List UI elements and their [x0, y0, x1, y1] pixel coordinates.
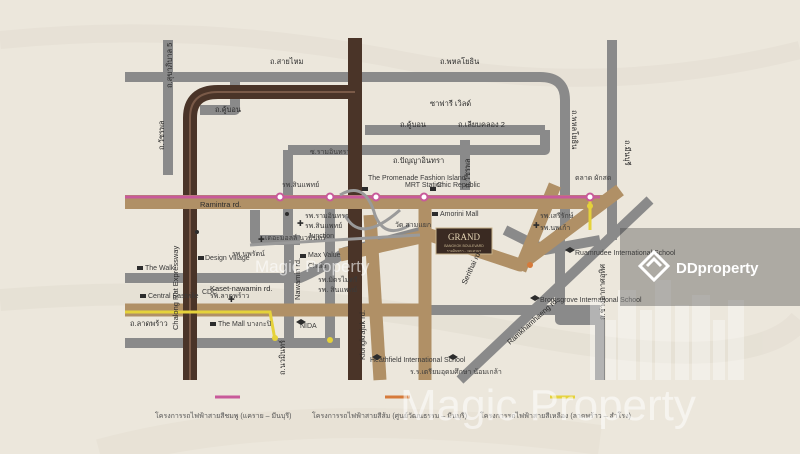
- project-subtitle-thai: รามอินทรา - วงแหวนฯ: [447, 249, 482, 253]
- legend: โครงการรถไฟฟ้าสายสีชมพู (แคราย – มีนบุรี…: [155, 395, 631, 420]
- poi-icons: ✚ ✚ ✚ ✚: [137, 187, 575, 360]
- shopping-icon: [140, 294, 146, 298]
- label-phahonyothin-right: ถ.พหลโยธิน: [570, 110, 579, 149]
- label-cdc: CDC: [202, 289, 217, 296]
- school-icon: [296, 319, 306, 325]
- station-markers: [272, 192, 595, 343]
- label-ruamrudee: Ruamrudee International School: [575, 250, 676, 257]
- legend-orange-label: โครงการรถไฟฟ้าสายสีส้ม (ศูนย์วัฒนธรรม – …: [312, 411, 467, 420]
- project-subtitle: BANGKOK BOULEVARD: [444, 244, 484, 248]
- shopping-icon: [300, 254, 306, 258]
- label-panya-intra: ถ.ปัญญาอินทรา: [393, 156, 444, 165]
- label-hosp-mitr: รพ.มิตรไมตรี: [318, 275, 358, 284]
- label-hosp-nopparat: รพ.นพรัตน์: [232, 250, 265, 258]
- label-heathfield: Heathfield International School: [370, 357, 466, 364]
- label-design-village: Design Village: [205, 255, 250, 262]
- label-sai-mai: ถ.สายไหม: [270, 57, 304, 66]
- label-mall-nawamin: เดอะมอลล์ นวมินทร์: [265, 234, 326, 242]
- label-hosp-ramintra: รพ.รามอินทรา: [305, 212, 349, 220]
- label-station: MRT Station: [405, 182, 444, 189]
- label-hosp-synphaet: รพ.สินแพทย์: [305, 222, 342, 230]
- legend-yellow-label: โครงการรถไฟฟ้าสายสีเหลือง (ลาดพร้าว – สำ…: [480, 411, 631, 420]
- label-mall-bangkapi: The Mall บางกะปิ: [218, 320, 272, 328]
- watermark-bottom: Magic Property: [400, 381, 696, 430]
- hospital-icon: ✚: [533, 221, 540, 230]
- shopping-icon: [198, 256, 204, 260]
- ddproperty-text: DDproperty: [676, 260, 759, 277]
- project-name: GRAND: [448, 232, 481, 242]
- shopping-icon: [430, 187, 436, 191]
- hospital-icon: ✚: [297, 219, 304, 228]
- interchange: [249, 189, 421, 247]
- label-hosp-ladprao: รพ.ลาดพร้าว: [210, 292, 249, 300]
- hospital-icon: ✚: [228, 295, 235, 304]
- road-sai-mai: [125, 72, 570, 230]
- label-watcharaphon-left: ถ.วัชรพล: [157, 121, 166, 151]
- label-min-buri: ถ.มีนบุรี: [623, 140, 632, 166]
- label-liab-khlong-2: ถ.เลียบคลอง 2: [458, 120, 505, 129]
- label-lat-phrao: ถ.ลาดพร้าว: [130, 319, 168, 328]
- legend-pink-label: โครงการรถไฟฟ้าสายสีชมพู (แคราย – มีนบุรี…: [155, 411, 291, 420]
- label-klongkrajuk: Klongkrajuk rd.: [358, 310, 367, 360]
- label-walk: The Walk: [145, 265, 175, 272]
- label-sinpat-2: รพ. สินแพทย์: [318, 286, 357, 294]
- label-hosp-seriruk: รพ.เสรีรักษ์: [540, 212, 574, 220]
- poi-dot-icon: [195, 230, 199, 234]
- label-safari-world: ซาฟารี เวิลด์: [430, 99, 471, 108]
- shopping-icon: [137, 266, 143, 270]
- label-nida: NIDA: [300, 323, 317, 330]
- label-max-value: Max Value: [308, 252, 341, 259]
- label-school-seri: ร.ร.เตรียมอุดมศึกษา น้อมเกล้า: [410, 367, 502, 376]
- label-nawamin: Nawamin rd.: [293, 258, 302, 300]
- label-central: Central Eastville: [148, 293, 199, 300]
- shopping-icon: [362, 187, 368, 191]
- school-icon: [565, 247, 575, 253]
- label-chalong-rat: Chalong Rat Expressway: [171, 246, 180, 330]
- shopping-icon: [432, 212, 438, 216]
- label-khu-bon: ถ.คู้บอน: [215, 105, 241, 114]
- label-chic-republic: Chic Republic: [437, 182, 481, 189]
- place-labels: ซาฟารี เวิลด์ The Promenade Fashion Isla…: [145, 99, 676, 376]
- label-nawamin-lower: ถ.นวมินทร์: [278, 340, 287, 375]
- poi-dot-icon: [285, 212, 289, 216]
- school-icon: [530, 295, 540, 301]
- label-fashion-island: The Promenade Fashion Island: [368, 175, 466, 182]
- label-wat: วัด สามแยก: [395, 221, 431, 229]
- project-marker: GRAND BANGKOK BOULEVARD รามอินทรา - วงแห…: [435, 227, 493, 255]
- label-hosp-noppakao: รพ.นพเก้า: [540, 224, 570, 232]
- label-chula: Chula: [308, 263, 326, 270]
- shopping-icon: [210, 322, 216, 326]
- label-kaset-nawamin: Kaset-nawamin rd.: [210, 284, 273, 293]
- label-amorini: Amorini Mall: [440, 211, 479, 218]
- school-icon: [448, 354, 458, 360]
- label-sukhaphiban-5: ถ.สุขาภิบาล 5: [165, 43, 174, 88]
- label-bromsgrove: Bromsgrove International School: [540, 297, 642, 304]
- label-chang-khun: ถ.ช่างอากาศอุทิศ: [598, 264, 607, 320]
- label-soi-ramintra: ซ.รามอินทรา: [310, 148, 350, 156]
- label-ramintra: Ramintra rd.: [200, 200, 241, 209]
- skyline-watermark: [590, 280, 744, 380]
- label-khu-bon-2: ถ.คู้บอน: [400, 120, 426, 129]
- expressway-highlight: [189, 91, 355, 380]
- watermark-center: Magic Property: [255, 257, 370, 276]
- label-watcharaphon: ถ.วัชรพล: [463, 159, 472, 189]
- label-market: ตลาด ผักสด: [575, 174, 611, 182]
- school-icon: [372, 354, 382, 360]
- ddproperty-watermark: DDproperty: [620, 228, 800, 306]
- hospital-icon: ✚: [258, 235, 265, 244]
- label-hosp-sinpat: รพ.สินแพทย์: [282, 181, 319, 189]
- label-phahonyothin-top: ถ.พหลโยธิน: [440, 57, 479, 66]
- yellow-line: [125, 310, 277, 341]
- ddproperty-logo-icon: [637, 249, 671, 283]
- label-junction: Junction: [308, 233, 334, 240]
